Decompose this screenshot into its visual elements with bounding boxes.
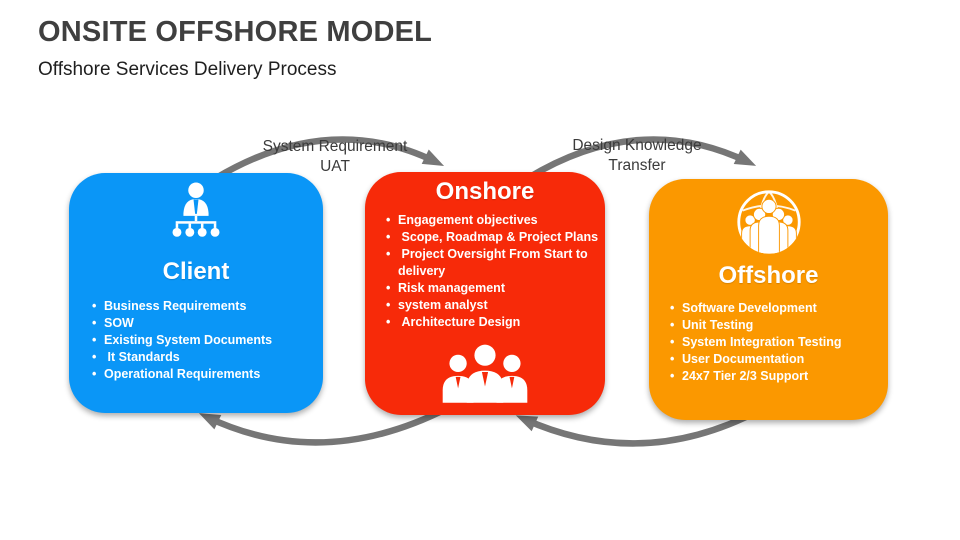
arrow-onshore-to-offshore [526,136,757,181]
bullet-list-offshore: Software DevelopmentUnit TestingSystem I… [649,300,888,385]
flow-label-line: Transfer [608,157,666,174]
bullet-item: Project Oversight From Start to delivery [385,246,601,280]
node-title-offshore: Offshore [718,262,819,289]
bullet-item: System Integration Testing [669,334,884,351]
person-org-chart-icon [172,182,220,237]
arrow-offshore-to-onshore-return [515,407,762,447]
bullet-item: Scope, Roadmap & Project Plans [385,229,601,246]
bullet-item: Software Development [669,300,884,317]
bullet-item: User Documentation [669,351,884,368]
slide-title: ONSITE OFFSHORE MODEL [38,16,433,48]
flow-label-design-knowledge-transfer: Design Knowledge Transfer [531,136,743,176]
slide-subtitle: Offshore Services Delivery Process [38,59,337,80]
bullet-item: 24x7 Tier 2/3 Support [669,368,884,385]
arrow-onshore-to-client-return [198,405,450,446]
bullet-item: system analyst [385,297,601,314]
bullet-item: It Standards [91,349,315,366]
flow-label-line: System Requirement [262,138,408,155]
node-onshore: Onshore Engagement objectives Scope, Roa… [365,172,605,415]
flow-label-line: UAT [320,158,350,175]
bullet-item: Operational Requirements [91,366,315,383]
bullet-item: Engagement objectives [385,212,601,229]
node-client: Client Business RequirementsSOWExisting … [69,173,323,413]
bullet-item: Unit Testing [669,317,884,334]
team-icon [442,344,528,403]
bullet-list-onshore: Engagement objectives Scope, Roadmap & P… [365,212,605,331]
bullet-item: Risk management [385,280,601,297]
node-offshore: Offshore Software DevelopmentUnit Testin… [649,179,888,420]
arrow-client-to-onshore [214,136,445,181]
node-title-client: Client [162,258,230,285]
flow-label-line: Design Knowledge [572,137,702,154]
global-team-icon [736,190,801,254]
bullet-item: Business Requirements [91,298,315,315]
flow-label-system-requirement: System Requirement UAT [229,137,441,177]
bullet-item: Architecture Design [385,314,601,331]
node-title-onshore: Onshore [435,178,535,205]
bullet-list-client: Business RequirementsSOWExisting System … [69,298,323,383]
bullet-item: Existing System Documents [91,332,315,349]
bullet-item: SOW [91,315,315,332]
